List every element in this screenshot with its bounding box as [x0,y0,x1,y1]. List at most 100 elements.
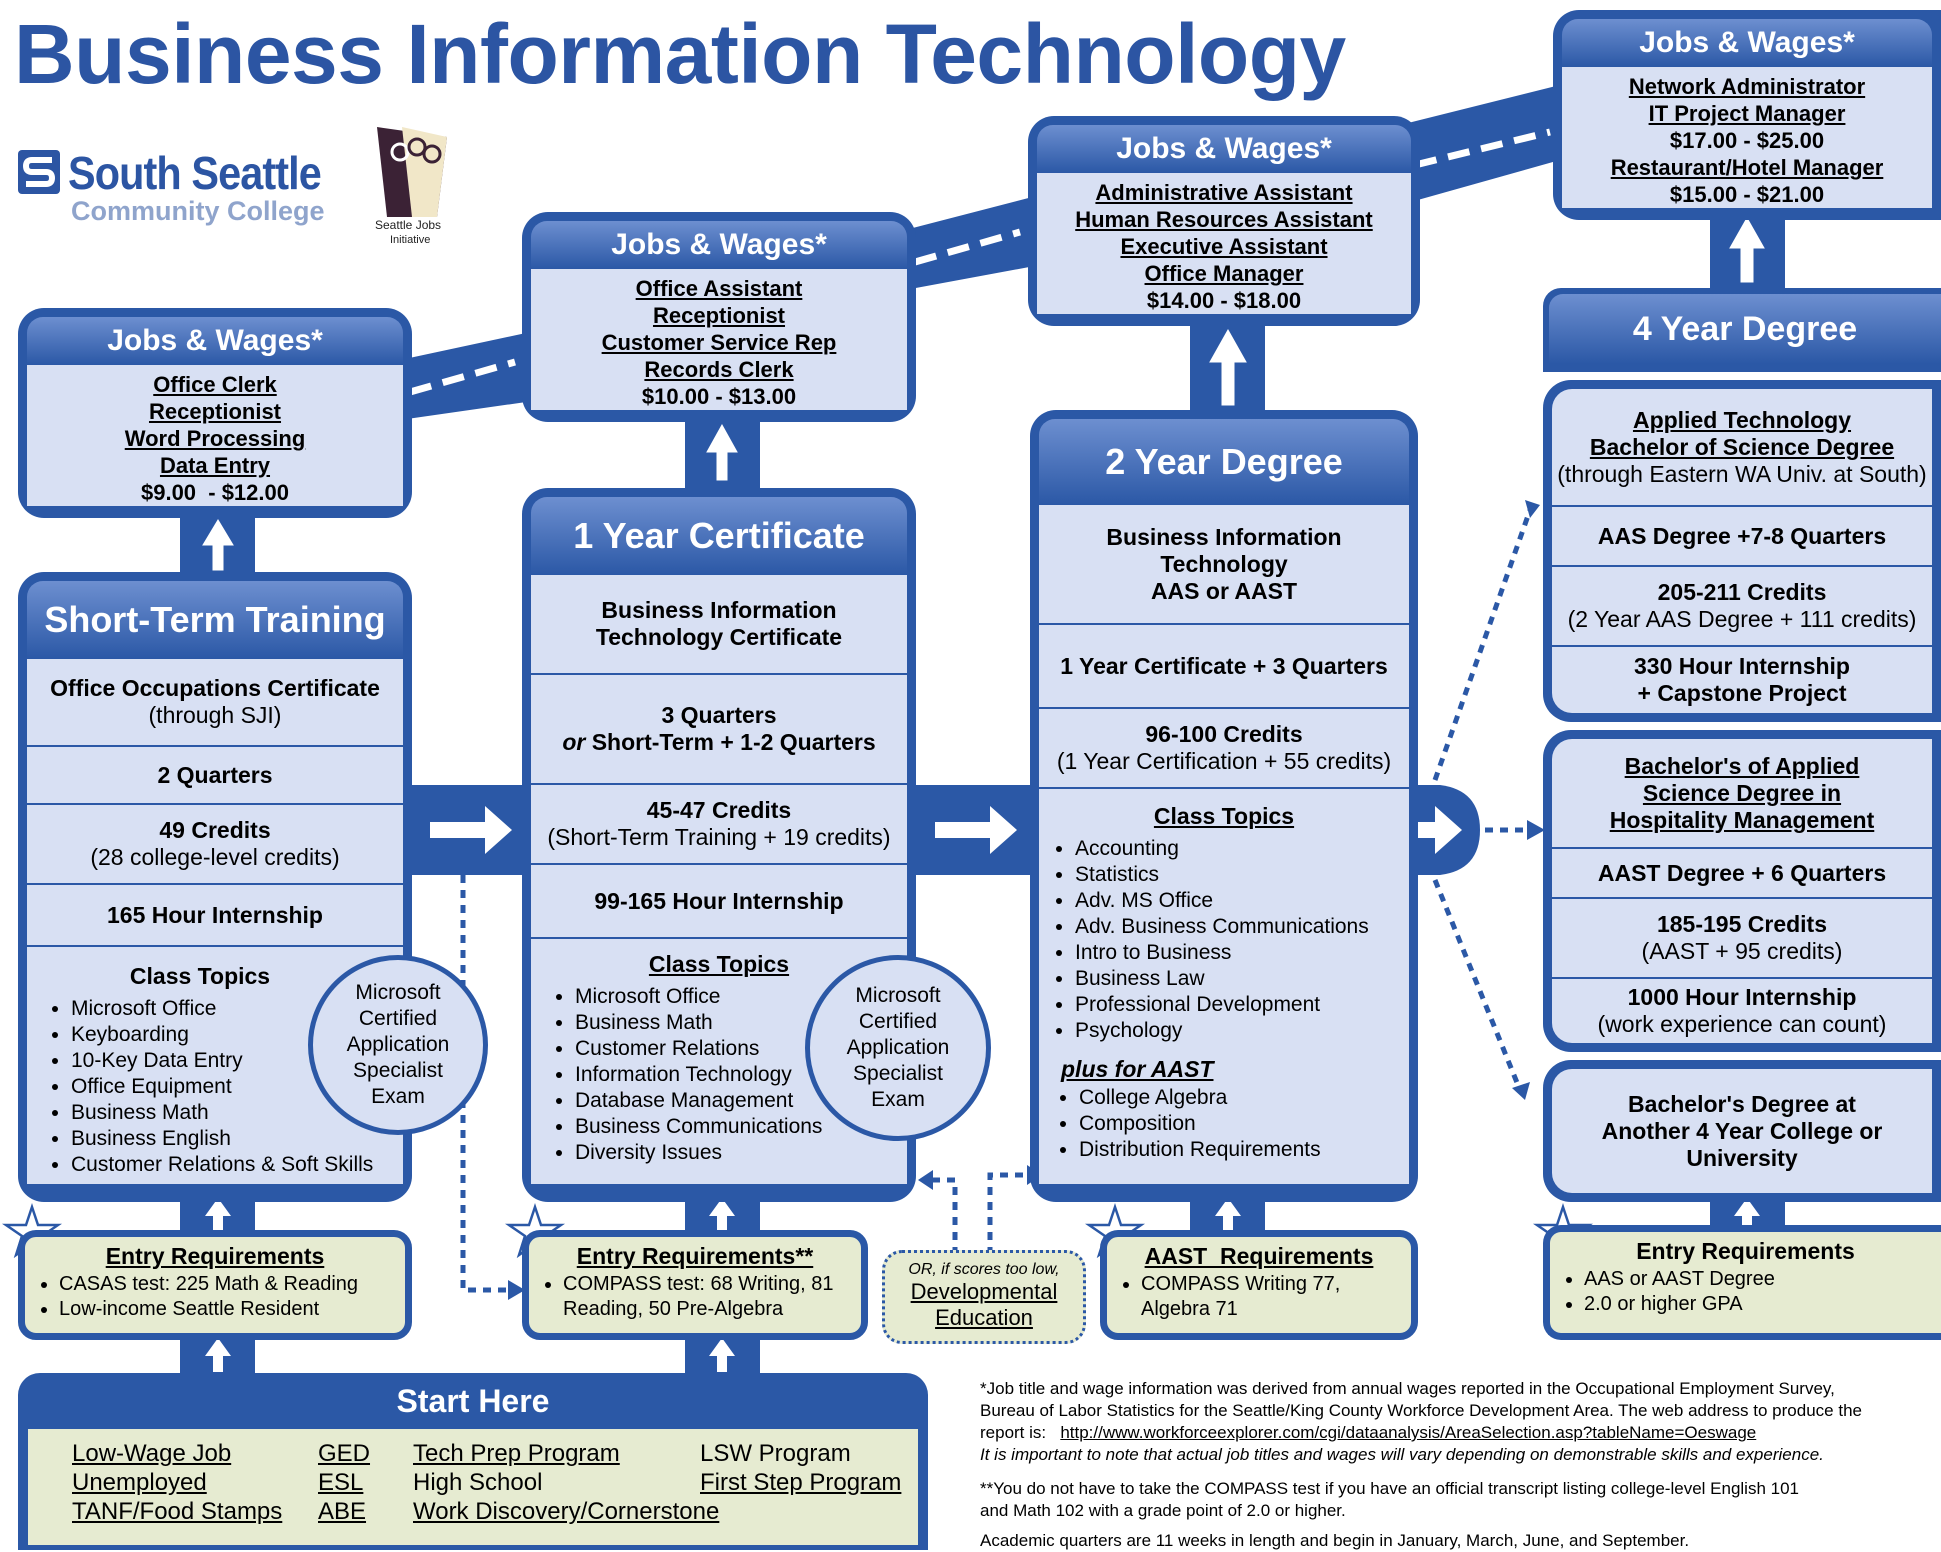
job-title: Records Clerk [644,357,794,382]
list-item: Microsoft Office [575,984,907,1010]
list-item: Customer Relations & Soft Skills [71,1152,403,1178]
exam-line: Exam [371,1085,425,1108]
duration-alt: Short-Term + 1-2 Quarters [591,729,876,755]
footnote-3: Academic quarters are 11 weeks in length… [980,1531,1690,1550]
dev-note: OR, if scores too low, [908,1261,1060,1278]
footnote-2: **You do not have to take the COMPASS te… [980,1478,1799,1522]
start-title: Start Here [396,1383,550,1419]
entry-title: Entry Requirements** [576,1243,814,1269]
internship: + Capstone Project [1637,680,1847,706]
entry-requirements-1: Entry Requirements CASAS test: 225 Math … [18,1230,412,1340]
list-item: Customer Relations [575,1036,907,1062]
list-item: Professional Development [1075,992,1409,1018]
exam-line: Certified [858,1010,938,1033]
jobs-box-3: Jobs & Wages* Administrative Assistant H… [1028,116,1420,326]
job-title: Data Entry [159,453,271,478]
one-year-header: 1 Year Certificate [531,497,907,575]
degree-sub: (through Eastern WA Univ. at South) [1557,460,1927,487]
start-item[interactable]: First Step Program [700,1469,902,1496]
job-title: Human Resources Assistant [1075,207,1373,232]
college-subname: Community College [71,196,325,226]
list-item: Adv. MS Office [1075,888,1409,914]
job-wage: $10.00 - $13.00 [641,384,797,409]
ssc-logo-icon [18,150,60,194]
start-item[interactable]: GED [318,1440,371,1467]
dev-line: Developmental [910,1279,1058,1304]
job-title: Word Processing [124,426,306,451]
credits: 49 Credits [159,817,271,843]
duration: 1 Year Certificate + 3 Quarters [1039,625,1409,709]
credits: 96-100 Credits [1145,721,1303,747]
list-item: COMPASS test: 68 Writing, 81 Reading, 50… [563,1272,851,1322]
list-item: Information Technology [575,1062,907,1088]
class-topics-list: Microsoft Office Keyboarding 10-Key Data… [27,996,403,1178]
two-year-degree-box: 2 Year Degree Business Information Techn… [1030,410,1418,1202]
start-item[interactable]: Tech Prep Program [413,1440,620,1467]
list-item: Business Math [575,1010,907,1036]
list-item: Database Management [575,1088,907,1114]
start-item[interactable]: High School [413,1469,543,1496]
sji-text-2: Initiative [390,234,431,246]
internship: 99-165 Hour Internship [531,865,907,939]
footnote-line: and Math 102 with a grade point of 2.0 o… [980,1501,1346,1520]
entry-requirements-2: Entry Requirements** COMPASS test: 68 Wr… [522,1230,868,1340]
internship: 330 Hour Internship [1634,653,1850,679]
start-item[interactable]: Low-Wage Job [72,1440,232,1467]
job-wage: $15.00 - $21.00 [1669,182,1825,207]
degree-line: Hospitality Management [1609,806,1875,833]
list-item: College Algebra [1079,1085,1409,1111]
footnote-1: *Job title and wage information was deri… [980,1378,1862,1466]
entry-title: Entry Requirements [1636,1238,1855,1264]
entry-title: AAST Requirements [1144,1243,1374,1269]
cert-name: Business Information Technology Certific… [531,575,907,675]
footnote-line: Bureau of Labor Statistics for the Seatt… [980,1401,1862,1420]
start-item[interactable]: Work Discovery/Cornerstone [413,1498,720,1525]
list-item: Adv. Business Communications [1075,914,1409,940]
list-item: Distribution Requirements [1079,1137,1409,1163]
aast-topics-list: College Algebra Composition Distribution… [1039,1085,1409,1163]
mos-exam-badge: Microsoft Certified Application Speciali… [308,955,488,1135]
list-item: Accounting [1075,836,1409,862]
class-topics-list: Accounting Statistics Adv. MS Office Adv… [1039,836,1409,1044]
job-title: Receptionist [652,303,786,328]
start-item[interactable]: LSW Program [700,1440,851,1467]
job-wage: $14.00 - $18.00 [1146,288,1302,313]
exam-line: Exam [871,1088,925,1111]
duration: AAS Degree +7-8 Quarters [1552,507,1932,567]
degree-line: Science Degree in [1642,779,1842,806]
entry-list: CASAS test: 225 Math & Reading Low-incom… [35,1272,395,1322]
job-title: Executive Assistant [1120,234,1328,259]
entry-list: COMPASS Writing 77, Algebra 71 [1117,1272,1401,1322]
exam-line: Application [346,1033,450,1056]
jobs-header: Jobs & Wages* [27,317,403,365]
degree-line: University [1686,1144,1798,1171]
job-title: Restaurant/Hotel Manager [1610,155,1884,180]
source-link[interactable]: http://www.workforceexplorer.com/cgi/dat… [1060,1423,1757,1442]
job-title: Office Manager [1144,261,1304,286]
applied-tech-box: Applied Technology Bachelor of Science D… [1543,380,1941,722]
developmental-education-box[interactable]: OR, if scores too low, Developmental Edu… [882,1250,1086,1344]
credits: 205-211 Credits [1657,579,1827,605]
cert-sub: (through SJI) [148,702,282,728]
start-item[interactable]: TANF/Food Stamps [72,1498,283,1525]
hospitality-box: Bachelor's of Applied Science Degree in … [1543,730,1941,1052]
start-item[interactable]: ABE [318,1498,367,1525]
list-item: Office Equipment [71,1074,403,1100]
credits-sub: (2 Year AAS Degree + 111 credits) [1567,606,1917,632]
seattle-jobs-initiative-logo-icon [377,127,447,217]
duration: 2 Quarters [27,747,403,805]
start-item[interactable]: Unemployed [72,1469,207,1496]
college-name: South Seattle [68,147,322,199]
two-year-header: 2 Year Degree [1039,419,1409,505]
jobs-header: Jobs & Wages* [1037,125,1411,173]
job-title: Office Assistant [635,276,803,301]
credits: 185-195 Credits [1656,911,1828,937]
credits: 45-47 Credits [646,797,792,823]
degree-line: Bachelor of Science Degree [1589,433,1895,460]
dev-line: Education [935,1305,1033,1330]
job-wage: $17.00 - $25.00 [1669,128,1825,153]
list-item: Composition [1079,1111,1409,1137]
class-topics-title: Class Topics [1153,803,1295,829]
exam-line: Certified [358,1007,438,1030]
start-item[interactable]: ESL [318,1469,364,1496]
